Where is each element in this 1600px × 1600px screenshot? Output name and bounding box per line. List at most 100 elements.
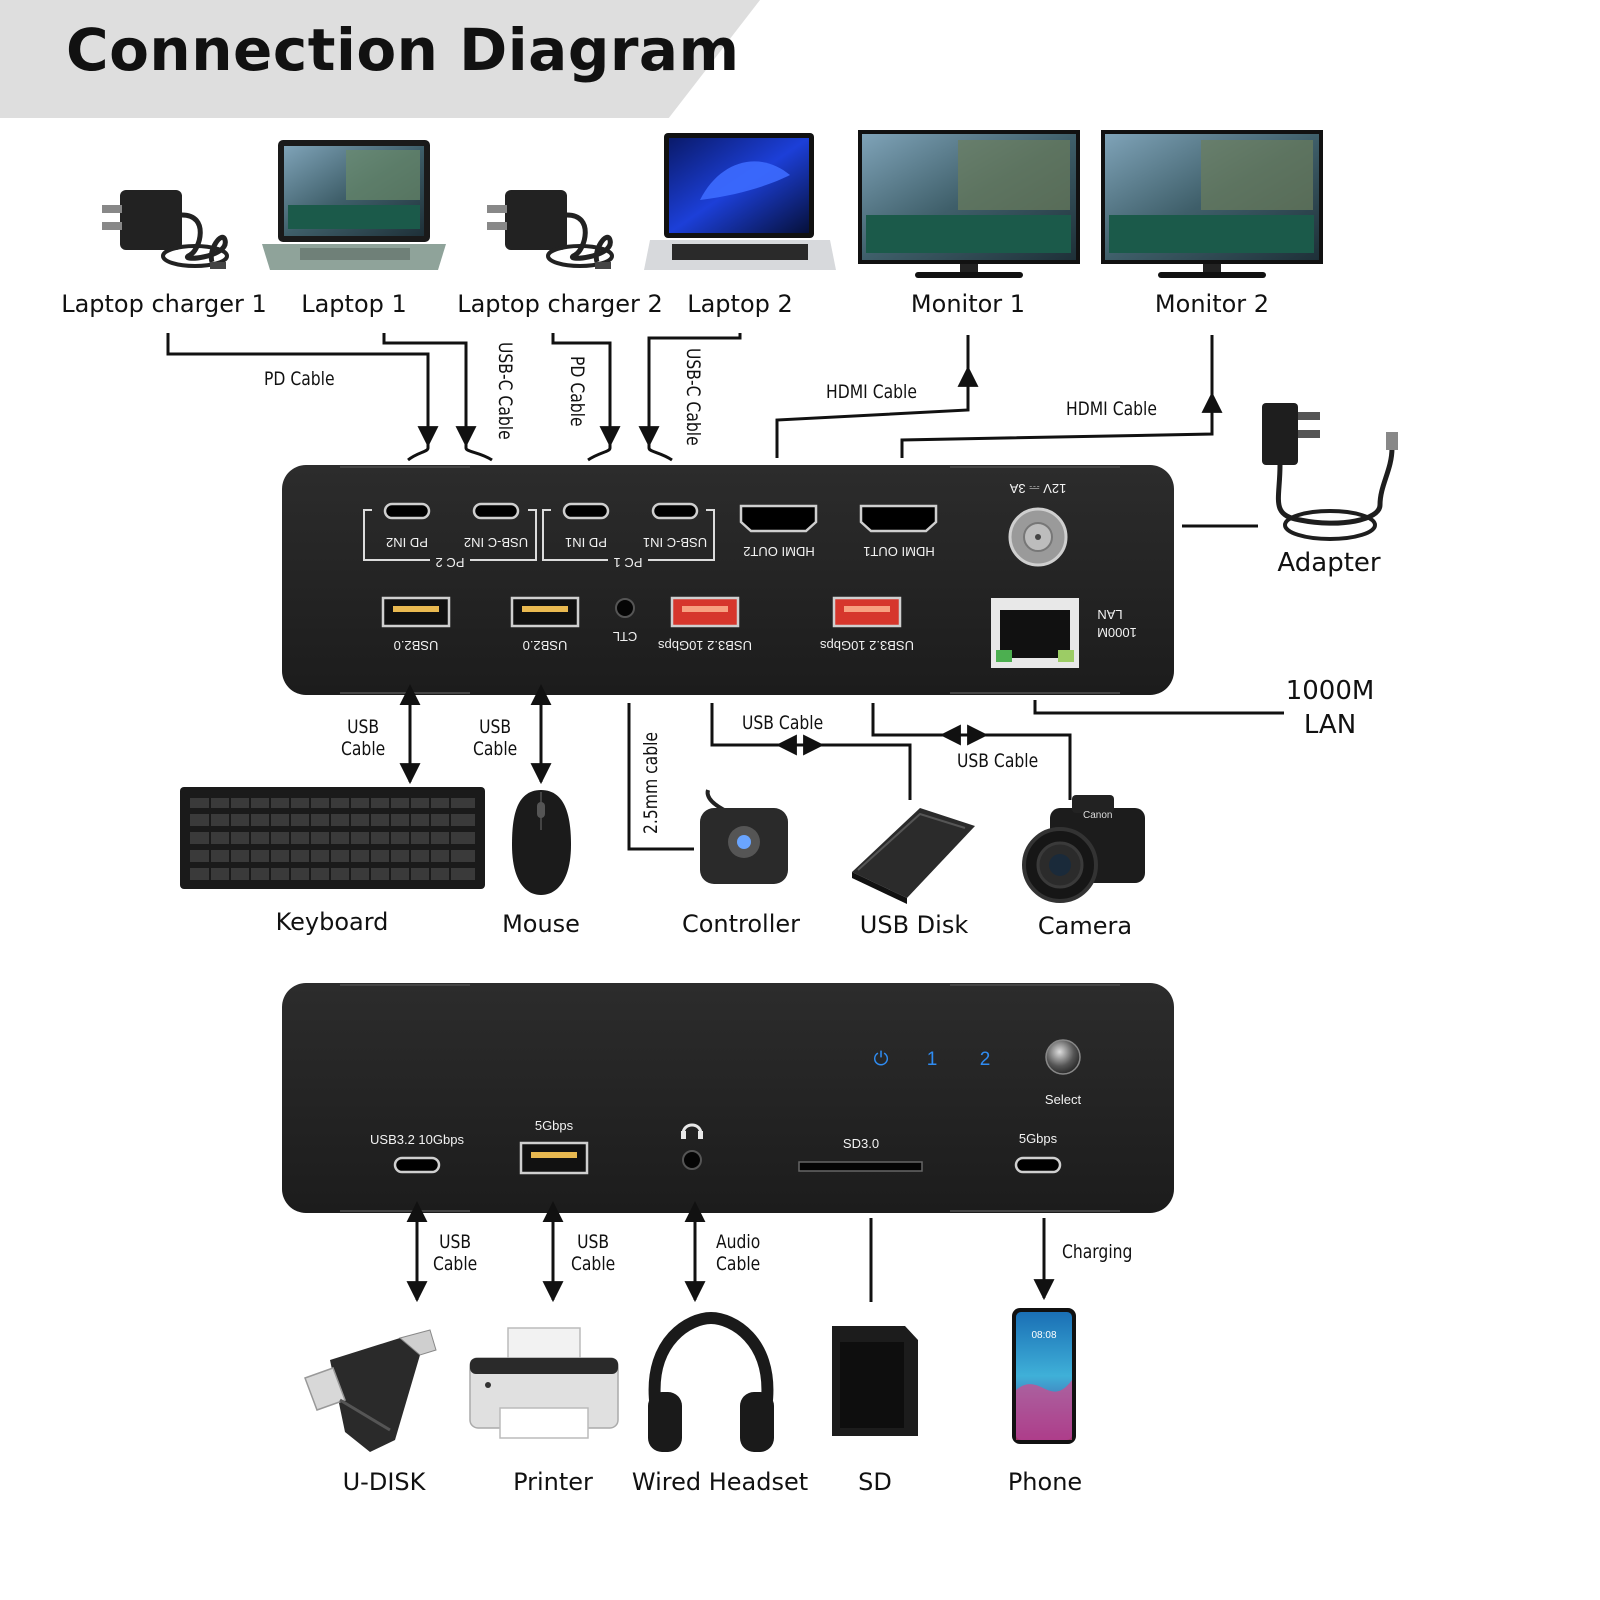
cable-label-mouse: USB Cable <box>473 716 517 760</box>
laptop1-image <box>262 140 446 270</box>
ctl-jack <box>615 598 635 618</box>
cable-label-audio: Audio Cable <box>716 1231 760 1275</box>
rear-label-usb20-1: USB2.0 <box>394 638 439 653</box>
led-2: 2 <box>980 1049 991 1070</box>
cable-label-disk: USB Cable <box>742 712 824 734</box>
hdmi-out2-port <box>739 504 818 533</box>
cable-label-audio-2: Cable <box>716 1253 761 1275</box>
label-keyboard: Keyboard <box>275 908 389 936</box>
cable-label-pd2: PD Cable <box>566 356 588 427</box>
cable-label-printer: USB Cable <box>571 1231 615 1275</box>
label-charger2: Laptop charger 2 <box>457 290 663 318</box>
mouse-image <box>512 790 571 895</box>
cable-label-usbc1: USB-C Cable <box>494 342 516 440</box>
label-sd: SD <box>858 1468 892 1496</box>
label-phone: Phone <box>1007 1468 1083 1496</box>
rear-label-usb32-2: USB3.2 10Gbps <box>820 638 914 653</box>
usbc-in1-port <box>651 502 699 520</box>
pd1-cable-line <box>166 333 430 462</box>
ctl-cable-line <box>627 703 694 851</box>
audio-jack <box>682 1150 702 1170</box>
controller-image <box>700 789 788 884</box>
usbc1-cable-line <box>382 333 493 462</box>
udisk-image <box>304 1329 437 1452</box>
rear-label-pd-in2: PD IN2 <box>386 535 428 550</box>
rear-label-usbc-in2: USB-C IN2 <box>464 535 528 550</box>
label-lan-1: 1000M <box>1285 676 1375 706</box>
front-label-usba: 5Gbps <box>535 1118 574 1133</box>
usbc2-cable-line <box>647 333 742 462</box>
rear-label-pd-in1: PD IN1 <box>565 535 607 550</box>
page-title: Connection Diagram <box>66 16 740 84</box>
led-power: ⏻ <box>873 1049 888 1070</box>
keyboard-image <box>180 787 485 889</box>
label-mouse: Mouse <box>502 910 580 938</box>
rear-panel <box>282 465 1174 695</box>
phone-time-text: 08:08 <box>1031 1330 1056 1341</box>
label-monitor2: Monitor 2 <box>1154 290 1270 318</box>
hdmi-out1-port <box>859 504 938 533</box>
cable-label-camera: USB Cable <box>957 750 1039 772</box>
cable-label-charging: Charging <box>1062 1241 1133 1263</box>
cable-label-pd1: PD Cable <box>264 368 335 390</box>
sd-slot <box>798 1161 923 1172</box>
rear-label-usbc-in1: USB-C IN1 <box>643 535 707 550</box>
rear-label-1000m: 1000M <box>1097 625 1137 640</box>
cable-label-hdmi1: HDMI Cable <box>826 381 917 403</box>
title-banner <box>0 0 760 118</box>
laptop2-image <box>644 133 836 270</box>
label-adapter: Adapter <box>1277 548 1381 578</box>
rear-label-lan: LAN <box>1097 607 1122 622</box>
monitor2-image <box>1101 130 1323 278</box>
top-cables <box>166 333 1284 715</box>
hdmi2-cable-line <box>900 335 1214 458</box>
rear-label-pc1: PC 1 <box>614 555 643 570</box>
rear-label-power: 12V ⎓ 3A <box>1009 481 1066 496</box>
printer-image <box>469 1327 619 1439</box>
label-camera: Camera <box>1037 912 1133 940</box>
rear-label-hdmi-out1: HDMI OUT1 <box>863 544 935 559</box>
label-charger1: Laptop charger 1 <box>61 290 267 318</box>
rear-port-labels: PD IN2 USB-C IN2 PD IN1 USB-C IN1 HDMI O… <box>386 481 1137 653</box>
camera-brand-text: Canon <box>1083 810 1112 821</box>
label-headset: Wired Headset <box>631 1468 809 1496</box>
front-label-usbc-slow: 5Gbps <box>1019 1131 1058 1146</box>
usbc-in2-port <box>472 502 520 520</box>
cable-label-mouse-1: USB <box>479 716 512 738</box>
cable-label-printer-2: Cable <box>571 1253 616 1275</box>
rear-label-usb32-1: USB3.2 10Gbps <box>658 638 752 653</box>
front-usbc-slow-port <box>1014 1156 1062 1174</box>
middle-cables <box>399 684 1072 851</box>
cable-label-usbc2: USB-C Cable <box>682 348 704 446</box>
label-monitor1: Monitor 1 <box>910 290 1026 318</box>
lan-cable-line <box>1033 700 1284 715</box>
usb-disk-image <box>852 808 975 904</box>
label-udisk: U-DISK <box>342 1468 426 1496</box>
cable-label-keyboard: USB Cable <box>341 716 385 760</box>
front-label-sd: SD3.0 <box>843 1136 879 1151</box>
cable-label-udisk: USB Cable <box>433 1231 477 1275</box>
label-controller: Controller <box>681 910 801 938</box>
pd-in2-port <box>383 502 431 520</box>
charger1-image <box>102 190 229 269</box>
label-printer: Printer <box>513 1468 593 1496</box>
phone-image: 08:08 <box>1012 1308 1076 1444</box>
monitor1-image <box>858 130 1080 278</box>
rear-label-pc2: PC 2 <box>436 555 465 570</box>
bottom-cables <box>406 1201 1055 1303</box>
front-panel: ⏻ 1 2 Select USB3.2 10Gbps 5Gbps SD3.0 5… <box>282 983 1174 1213</box>
rear-label-hdmi-out2: HDMI OUT2 <box>743 544 815 559</box>
cable-label-keyboard-2: Cable <box>341 738 386 760</box>
rear-label-usb20-2: USB2.0 <box>523 638 568 653</box>
cable-label-printer-1: USB <box>577 1231 610 1253</box>
front-label-select: Select <box>1045 1092 1082 1107</box>
cable-label-ctl: 2.5mm cable <box>640 731 662 834</box>
cable-label-udisk-1: USB <box>439 1231 472 1253</box>
label-usbdisk: USB Disk <box>859 911 969 939</box>
sd-card-image <box>832 1326 918 1436</box>
pd2-cable-line <box>551 333 612 462</box>
rear-label-ctl: CTL <box>613 629 638 644</box>
cable-label-hdmi2: HDMI Cable <box>1066 398 1157 420</box>
